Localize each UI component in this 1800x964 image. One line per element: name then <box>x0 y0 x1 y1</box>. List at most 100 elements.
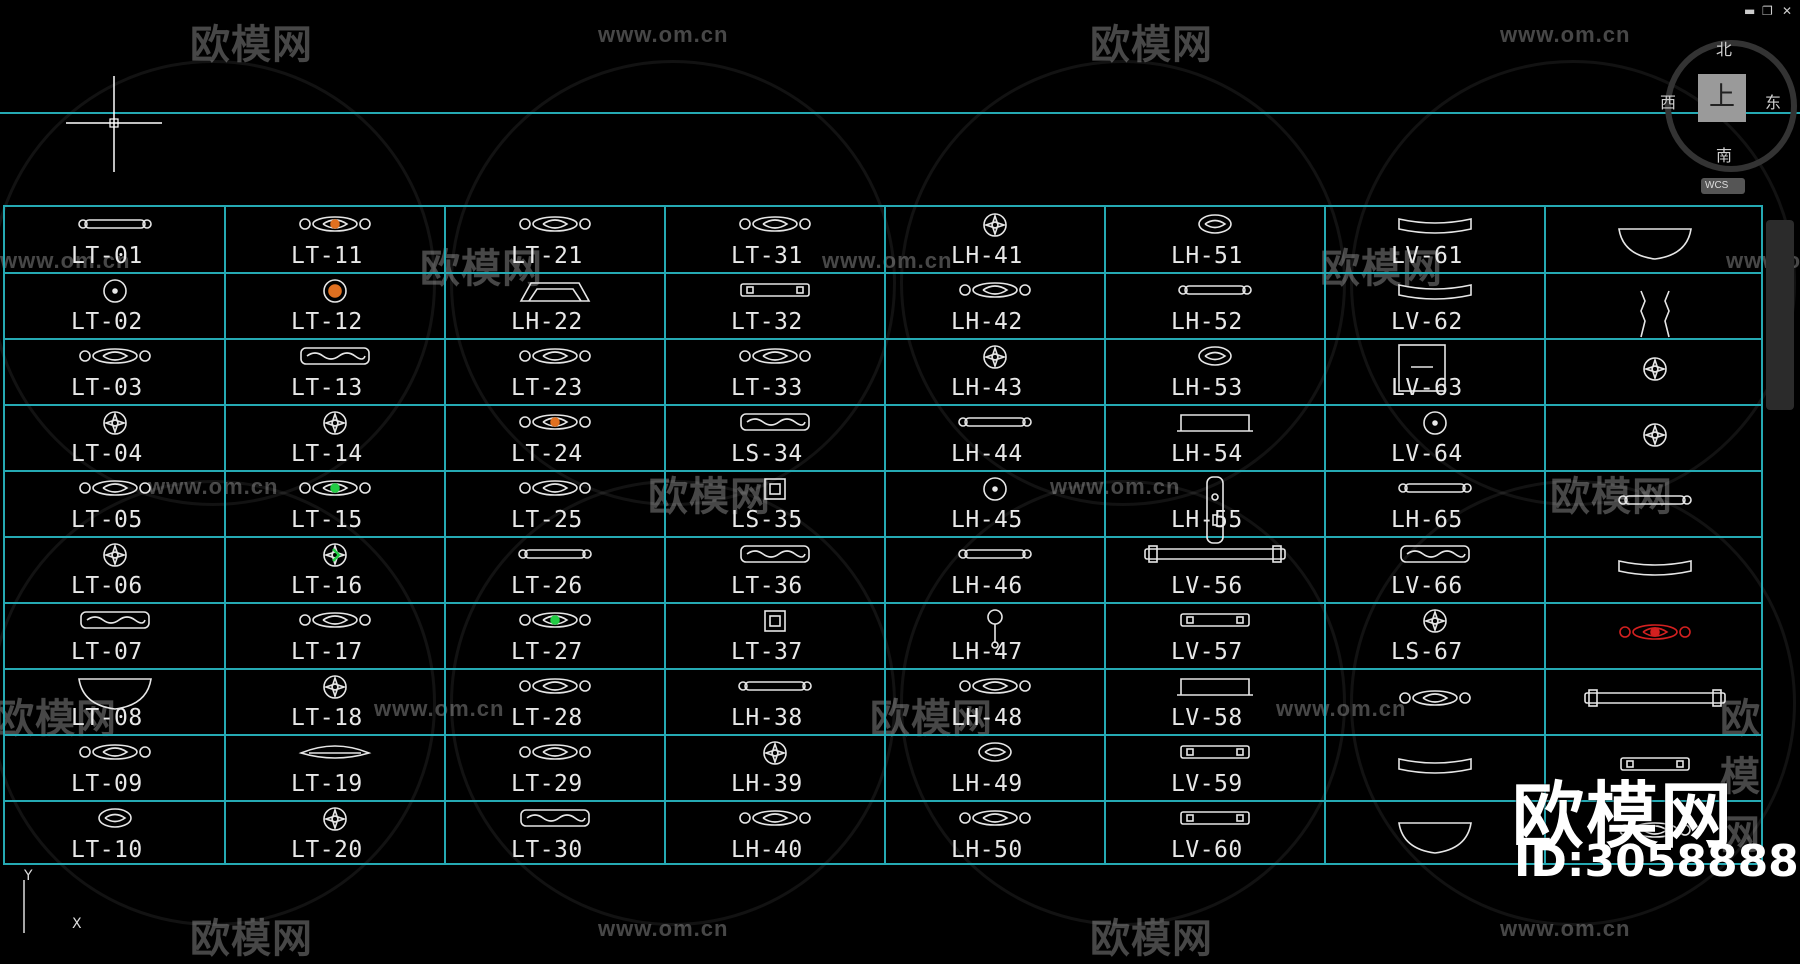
viewcube-ring[interactable] <box>1665 40 1797 172</box>
oval-knob-icon <box>978 742 1012 762</box>
catalog-cell[interactable]: LT-27 <box>445 603 665 669</box>
catalog-cell[interactable]: LT-23 <box>445 339 665 405</box>
catalog-cell[interactable]: LV-60 <box>1105 801 1325 867</box>
catalog-cell[interactable]: LT-07 <box>5 603 225 669</box>
minimize-icon[interactable]: ▬ <box>1744 4 1756 18</box>
catalog-cell[interactable]: LH-38 <box>665 669 885 735</box>
catalog-cell[interactable]: LH-50 <box>885 801 1105 867</box>
catalog-cell[interactable]: LH-48 <box>885 669 1105 735</box>
catalog-cell[interactable]: LV-59 <box>1105 735 1325 801</box>
catalog-cell[interactable] <box>1545 735 1765 801</box>
catalog-cell[interactable]: LS-67 <box>1325 603 1545 669</box>
catalog-cell[interactable]: LH-47 <box>885 603 1105 669</box>
catalog-cell[interactable]: LT-33 <box>665 339 885 405</box>
navigation-bar[interactable] <box>1766 220 1794 410</box>
catalog-cell[interactable]: LH-46 <box>885 537 1105 603</box>
catalog-cell[interactable]: LS-34 <box>665 405 885 471</box>
catalog-cell[interactable]: LT-04 <box>5 405 225 471</box>
catalog-cell[interactable] <box>1545 339 1765 405</box>
catalog-cell[interactable]: LT-32 <box>665 273 885 339</box>
catalog-cell[interactable]: LH-39 <box>665 735 885 801</box>
catalog-cell[interactable]: LH-52 <box>1105 273 1325 339</box>
catalog-cell[interactable]: LV-57 <box>1105 603 1325 669</box>
catalog-cell[interactable]: LH-42 <box>885 273 1105 339</box>
viewcube-top-face[interactable]: 上 <box>1698 74 1746 122</box>
catalog-cell[interactable] <box>1325 801 1545 867</box>
catalog-cell[interactable]: LT-26 <box>445 537 665 603</box>
catalog-cell[interactable]: LT-09 <box>5 735 225 801</box>
catalog-cell[interactable]: LT-18 <box>225 669 445 735</box>
catalog-cell[interactable] <box>1545 405 1765 471</box>
catalog-cell[interactable]: LT-19 <box>225 735 445 801</box>
catalog-cell[interactable]: LT-24 <box>445 405 665 471</box>
catalog-cell[interactable] <box>1325 735 1545 801</box>
catalog-cell[interactable]: LV-64 <box>1325 405 1545 471</box>
viewcube-west[interactable]: 西 <box>1660 93 1677 112</box>
catalog-cell[interactable]: LT-10 <box>5 801 225 867</box>
catalog-cell[interactable] <box>1545 273 1765 339</box>
item-code-label: LS-67 <box>1391 639 1463 665</box>
catalog-cell[interactable]: LH-65 <box>1325 471 1545 537</box>
catalog-cell[interactable] <box>1545 537 1765 603</box>
catalog-cell[interactable]: LT-31 <box>665 207 885 273</box>
catalog-cell[interactable]: LH-22 <box>445 273 665 339</box>
catalog-cell[interactable]: LT-20 <box>225 801 445 867</box>
catalog-cell[interactable]: LT-02 <box>5 273 225 339</box>
catalog-cell[interactable]: LT-14 <box>225 405 445 471</box>
viewcube-north[interactable]: 北 <box>1716 40 1733 59</box>
catalog-cell[interactable]: LT-11 <box>225 207 445 273</box>
catalog-cell[interactable]: LV-56 <box>1105 537 1325 603</box>
catalog-cell[interactable]: LH-55 <box>1105 471 1325 544</box>
catalog-cell[interactable]: LT-05 <box>5 471 225 537</box>
catalog-cell[interactable] <box>1545 207 1765 273</box>
item-code-label: LT-28 <box>511 705 583 731</box>
bar-handle-icon <box>958 549 1032 559</box>
catalog-cell[interactable]: LH-41 <box>885 207 1105 273</box>
catalog-cell[interactable]: LT-15 <box>225 471 445 537</box>
catalog-cell[interactable]: LT-21 <box>445 207 665 273</box>
catalog-cell[interactable] <box>1325 669 1545 735</box>
catalog-cell[interactable] <box>1545 471 1765 537</box>
catalog-cell[interactable]: LT-37 <box>665 603 885 669</box>
catalog-cell[interactable]: LT-01 <box>5 207 225 273</box>
catalog-cell[interactable]: LT-06 <box>5 537 225 603</box>
viewcube-south[interactable]: 南 <box>1716 146 1733 165</box>
catalog-cell[interactable]: LV-58 <box>1105 669 1325 735</box>
catalog-cell[interactable]: LH-45 <box>885 471 1105 537</box>
catalog-cell[interactable] <box>1545 603 1765 669</box>
close-icon[interactable]: ✕ <box>1782 4 1793 18</box>
restore-icon[interactable]: ❐ <box>1762 4 1773 18</box>
catalog-cell[interactable]: LV-66 <box>1325 537 1545 603</box>
catalog-cell[interactable]: LH-44 <box>885 405 1105 471</box>
catalog-cell[interactable]: LS-35 <box>665 471 885 537</box>
catalog-cell[interactable]: LH-54 <box>1105 405 1325 471</box>
catalog-cell[interactable]: LT-03 <box>5 339 225 405</box>
catalog-cell[interactable]: LH-40 <box>665 801 885 867</box>
catalog-cell[interactable]: LT-16 <box>225 537 445 603</box>
catalog-cell[interactable]: LH-53 <box>1105 339 1325 405</box>
catalog-cell[interactable]: LT-17 <box>225 603 445 669</box>
ornate-handle-icon <box>1619 822 1691 838</box>
catalog-cell[interactable]: LT-28 <box>445 669 665 735</box>
viewcube-east[interactable]: 东 <box>1765 93 1782 112</box>
catalog-cell[interactable]: LH-43 <box>885 339 1105 405</box>
catalog-cell[interactable] <box>1545 669 1765 735</box>
catalog-cell[interactable]: LV-62 <box>1325 273 1545 339</box>
catalog-cell[interactable]: LT-25 <box>445 471 665 537</box>
catalog-cell[interactable]: LV-61 <box>1325 207 1545 273</box>
catalog-cell[interactable]: LT-30 <box>445 801 665 867</box>
catalog-cell[interactable]: LT-12 <box>225 273 445 339</box>
catalog-cell[interactable]: LT-29 <box>445 735 665 801</box>
wcs-menu-button[interactable]: WCS <box>1701 178 1745 194</box>
catalog-cell[interactable]: LT-08 <box>5 669 225 735</box>
catalog-cell[interactable]: LV-63 <box>1325 339 1545 405</box>
item-code-label: LV-62 <box>1391 309 1463 335</box>
catalog-cell[interactable]: LH-49 <box>885 735 1105 801</box>
catalog-cell[interactable]: LH-51 <box>1105 207 1325 273</box>
catalog-cell[interactable] <box>1545 801 1765 867</box>
catalog-cell[interactable]: LT-36 <box>665 537 885 603</box>
ornate-handle-icon <box>79 744 151 760</box>
catalog-cell[interactable]: LT-13 <box>225 339 445 405</box>
item-code-label: LH-42 <box>951 309 1023 335</box>
